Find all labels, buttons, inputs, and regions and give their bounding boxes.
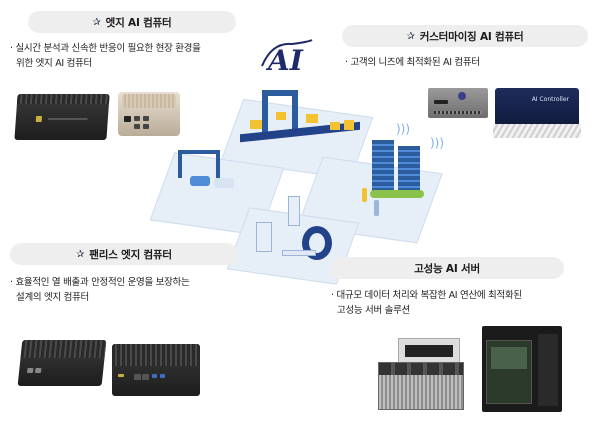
rack-server xyxy=(378,338,464,410)
custom-device-gray xyxy=(428,88,488,118)
fanless-device-right xyxy=(112,344,200,396)
fanless-title-pill: ✰ 팬리스 엣지 컴퓨터 xyxy=(10,243,238,265)
fanless-description: · 효율적인 열 배출과 안정적인 운영을 보장하는 설계의 엣지 컴퓨터 xyxy=(10,277,190,303)
star-icon: ✰ xyxy=(76,248,85,260)
wifi-icon: ))) xyxy=(430,136,445,150)
server-title: 고성능 AI 서버 xyxy=(414,262,480,275)
edge-device-black xyxy=(14,94,110,140)
svg-text:AI: AI xyxy=(265,44,304,74)
fanless-device-left xyxy=(17,340,107,386)
custom-ai-title-pill: ✰ 커스터마이징 AI 컴퓨터 xyxy=(342,25,588,47)
ai-logo-icon: AI xyxy=(261,39,313,74)
star-icon: ✰ xyxy=(92,16,101,28)
edge-ai-title-pill: ✰ 엣지 AI 컴퓨터 xyxy=(28,11,236,33)
edge-ai-description: · 실시간 분석과 신속한 반응이 필요한 현장 환경을 위한 엣지 AI 컴퓨… xyxy=(10,43,201,69)
server-title-pill: 고성능 AI 서버 xyxy=(330,257,564,279)
custom-ai-title: 커스터마이징 AI 컴퓨터 xyxy=(419,30,524,43)
wifi-icon: ))) xyxy=(396,122,411,136)
custom-ai-description: · 고객의 니즈에 최적화된 AI 컴퓨터 xyxy=(345,57,480,68)
server-description: · 대규모 데이터 처리와 복잡한 AI 연산에 최적화된 고성능 서버 솔루션 xyxy=(331,290,522,316)
fanless-title: 팬리스 엣지 컴퓨터 xyxy=(89,248,172,261)
custom-device-ai-controller: AI Controller xyxy=(493,88,581,138)
tower-server xyxy=(482,326,562,412)
edge-ai-title: 엣지 AI 컴퓨터 xyxy=(105,16,172,29)
star-icon: ✰ xyxy=(406,30,415,42)
edge-device-silver xyxy=(118,92,180,136)
